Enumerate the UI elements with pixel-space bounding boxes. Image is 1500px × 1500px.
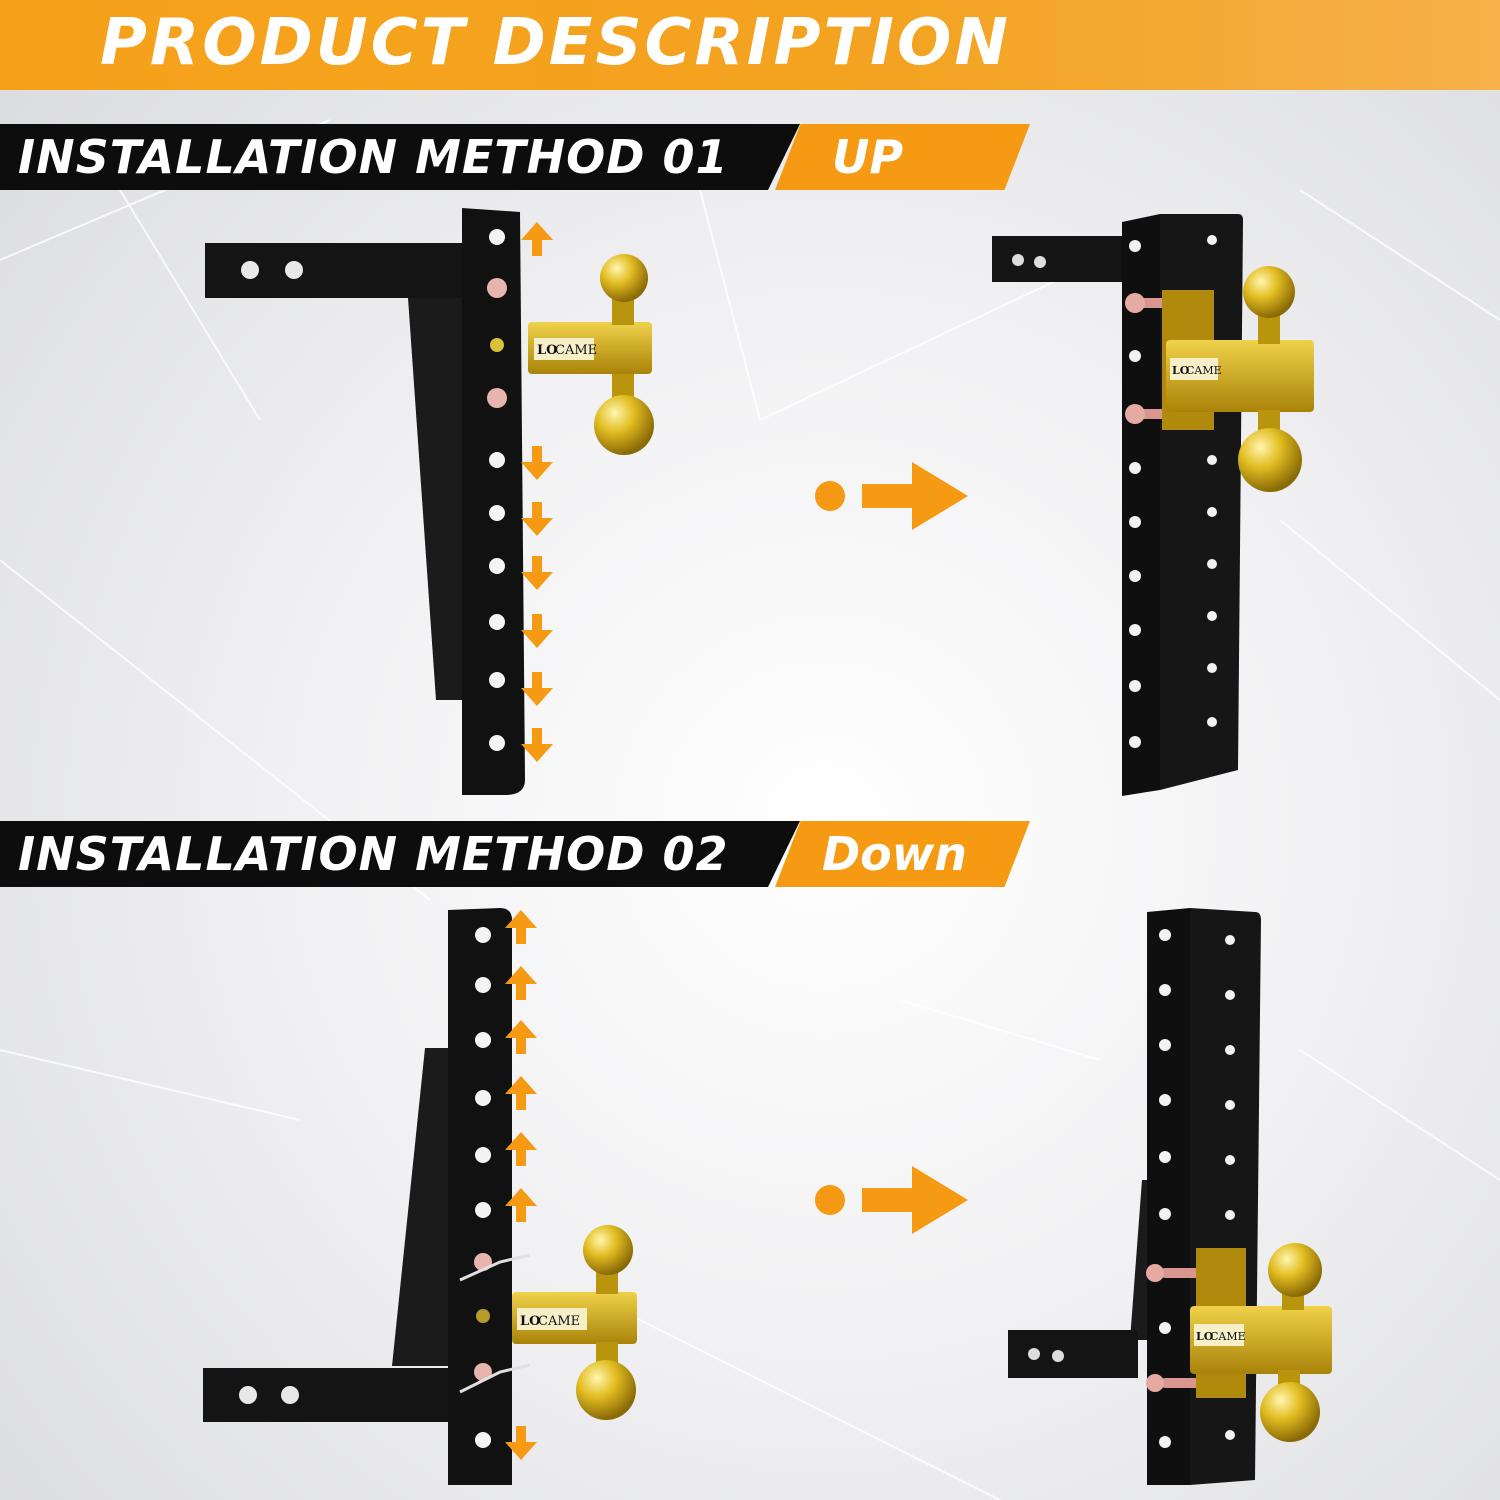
method-02-bar: INSTALLATION METHOD 02 Down xyxy=(0,821,1030,887)
brand-part1: LO xyxy=(537,343,557,358)
brand-part1: LO xyxy=(520,1314,540,1329)
method-02-label: INSTALLATION METHOD 02 xyxy=(18,827,729,881)
pin-icon xyxy=(487,388,507,408)
method-02-hitch-right: LO CAME xyxy=(1008,908,1332,1485)
brand-part2: CAME xyxy=(538,1314,580,1329)
method-01-direction-bg xyxy=(775,124,1030,190)
method-02-direction: Down xyxy=(822,827,968,881)
page-title: PRODUCT DESCRIPTION xyxy=(100,6,1011,80)
pin-icon xyxy=(487,278,507,298)
method-02-label-bg xyxy=(0,821,800,887)
method-02-direction-bg xyxy=(775,821,1030,887)
method-01-hitch-right: LO CAME xyxy=(992,214,1314,796)
brand-part1: LO xyxy=(1172,364,1190,377)
brand-part2: CAME xyxy=(555,343,597,358)
method-01-bar: INSTALLATION METHOD 01 UP xyxy=(0,124,1030,190)
pin-icon xyxy=(474,1363,492,1381)
brand-part2: CAME xyxy=(1210,1330,1246,1343)
method-01-direction: UP xyxy=(832,130,904,184)
brand-part1: LO xyxy=(1196,1330,1214,1343)
method-01-label: INSTALLATION METHOD 01 xyxy=(18,130,729,184)
method-02-hitch-left: LO CAME xyxy=(203,908,637,1485)
method-01-transition-arrow xyxy=(815,462,968,530)
method-02-transition-arrow xyxy=(815,1166,968,1234)
header-banner: PRODUCT DESCRIPTION xyxy=(0,0,1500,90)
method-01-label-bg xyxy=(0,124,800,190)
brand-part2: CAME xyxy=(1186,364,1222,377)
method-01-hitch-left: LO CAME xyxy=(205,208,654,795)
